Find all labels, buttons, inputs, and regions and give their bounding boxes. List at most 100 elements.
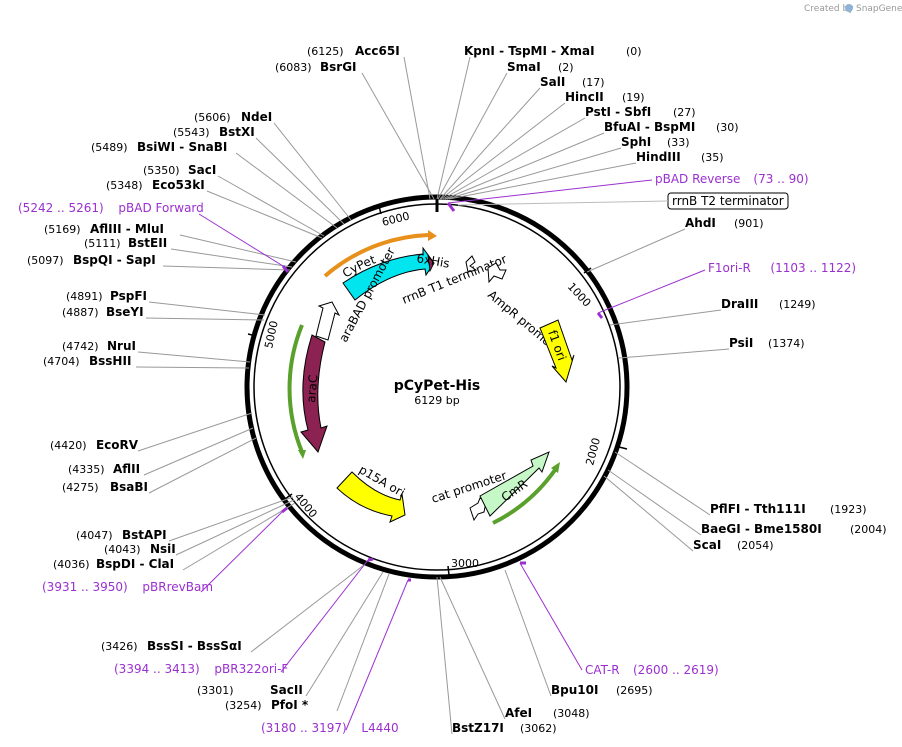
site-enzyme-name: BsrGI: [320, 60, 357, 74]
restriction-site[interactable]: (30)BfuAI - BspMI: [604, 120, 739, 134]
restriction-site[interactable]: (17)SalI: [540, 75, 605, 89]
restriction-site[interactable]: (35)HindIII: [636, 150, 724, 164]
restriction-site[interactable]: (27)PstI - SbfI: [585, 105, 696, 119]
primer-range: (1103 .. 1122): [770, 261, 856, 275]
site-leader-line: [206, 190, 323, 239]
restriction-site[interactable]: (1374)PsiI: [729, 336, 805, 350]
site-enzyme-name: AflIII - MluI: [90, 222, 164, 236]
primer-binding-mark[interactable]: [281, 265, 290, 273]
site-enzyme-name: BstZ17I: [452, 721, 504, 735]
primer-leader-line: [280, 559, 369, 673]
restriction-site[interactable]: (3254)PfoI *: [225, 698, 309, 712]
site-position: (901): [734, 217, 764, 230]
restriction-site[interactable]: (2054)ScaI: [693, 538, 774, 552]
primer-binding-mark[interactable]: [596, 312, 604, 319]
primer-marks: (73 .. 90)pBAD Reverse (5242 .. 5261)pBAD…: [18, 172, 856, 735]
credit-brand: SnapGene: [856, 4, 902, 14]
site-enzyme-name: BaeGI - Bme1580I: [701, 522, 822, 536]
site-enzyme-name: BssHII: [89, 354, 131, 368]
cmr-orf-arrowhead: [551, 462, 560, 473]
primer-leader-line: [597, 269, 706, 314]
site-position: (3254): [225, 699, 262, 712]
primer-label[interactable]: (1103 .. 1122)F1ori-R: [708, 261, 856, 275]
restriction-site[interactable]: (6083)BsrGI: [275, 60, 357, 74]
restriction-site[interactable]: (33)SphI: [621, 135, 690, 149]
restriction-site[interactable]: (3426)BssSI - BssSαI: [101, 639, 242, 653]
site-enzyme-name: EcoRV: [96, 438, 139, 452]
restriction-site[interactable]: (4420)EcoRV: [50, 438, 139, 452]
restriction-site[interactable]: (4047)BstAPI: [76, 528, 167, 542]
restriction-site[interactable]: (4742)NruI: [62, 339, 136, 353]
restriction-site[interactable]: (4043)NsiI: [104, 542, 176, 556]
restriction-site[interactable]: (5348)Eco53kI: [106, 178, 205, 192]
restriction-site[interactable]: (2004)BaeGI - Bme1580I: [701, 522, 887, 536]
site-leader-line: [618, 348, 730, 359]
site-position: (19): [622, 91, 645, 104]
site-enzyme-name: BsiWI - SnaBI: [137, 140, 227, 154]
primer-label[interactable]: (3180 .. 3197)L4440: [261, 721, 399, 735]
site-enzyme-name: Acc65I: [355, 44, 400, 58]
restriction-site[interactable]: (6125)Acc65I: [307, 44, 400, 58]
restriction-site[interactable]: (5543)BstXI: [173, 125, 255, 139]
restriction-site[interactable]: (3048)AfeI: [505, 706, 590, 720]
cypet-orf-arrowhead: [428, 230, 437, 241]
site-leader-line: [148, 437, 257, 494]
restriction-site[interactable]: (4275)BsaBI: [62, 480, 148, 494]
restriction-site[interactable]: (4036)BspDI - ClaI: [53, 557, 174, 571]
primer-label[interactable]: (5242 .. 5261)pBAD Forward: [18, 201, 204, 215]
restriction-site[interactable]: (4335)AflII: [68, 462, 140, 476]
cmr-feature[interactable]: [479, 451, 550, 517]
restriction-site[interactable]: (5097)BspQI - SapI: [27, 253, 156, 267]
site-leader-line: [217, 175, 325, 237]
site-position: (30): [716, 121, 739, 134]
primer-label[interactable]: (73 .. 90)pBAD Reverse: [655, 172, 809, 186]
restriction-site[interactable]: (2695)Bpu10I: [551, 683, 653, 697]
site-position: (4887): [62, 306, 99, 319]
site-position: (5543): [173, 126, 210, 139]
restriction-site[interactable]: (901)AhdI: [685, 216, 764, 230]
restriction-site[interactable]: (0)KpnI - TspMI - XmaI: [464, 44, 642, 58]
primer-range: (2600 .. 2619): [633, 663, 719, 677]
cmr-orf-arc: [492, 468, 557, 525]
arac-feature[interactable]: [300, 334, 328, 453]
primer-label[interactable]: (3394 .. 3413)pBR322ori-F: [114, 662, 288, 676]
restriction-site[interactable]: (19)HincII: [565, 90, 645, 104]
restriction-site[interactable]: (3301)SacII: [197, 683, 303, 697]
ampr-promoter-feature[interactable]: [487, 262, 507, 284]
restriction-site[interactable]: (3062)BstZ17I: [452, 721, 557, 735]
restriction-site[interactable]: (4891)PspFI: [66, 289, 147, 303]
primer-binding-mark[interactable]: [281, 506, 288, 514]
arabad-promoter-feature[interactable]: [315, 301, 341, 341]
his-tag-feature[interactable]: [427, 254, 435, 273]
p15a-ori-feature[interactable]: [336, 471, 406, 523]
restriction-site[interactable]: (5606)NdeI: [194, 110, 272, 124]
primer-label[interactable]: (2600 .. 2619)CAT-R: [585, 663, 719, 677]
primer-label[interactable]: (3931 .. 3950)pBRrevBam: [42, 580, 213, 594]
arac-orf-arrowhead: [298, 450, 306, 459]
f1-ori-feature[interactable]: [539, 319, 575, 384]
site-leader-line: [273, 122, 352, 221]
site-position: (2695): [616, 684, 653, 697]
site-enzyme-name: NsiI: [150, 542, 176, 556]
site-enzyme-name: BspDI - ClaI: [96, 557, 174, 571]
site-leader-line: [168, 496, 294, 542]
primer-binding-mark[interactable]: [367, 557, 374, 562]
rrnb-t1-terminator-feature[interactable]: [465, 255, 478, 273]
restriction-site[interactable]: (2)SmaI: [507, 60, 574, 74]
site-position: (1249): [779, 298, 816, 311]
restriction-site[interactable]: (5350)SacI: [143, 163, 216, 177]
site-enzyme-name: SacI: [188, 163, 216, 177]
arac-orf-arc: [287, 324, 304, 453]
restriction-site[interactable]: (1923)PflFI - Tth111I: [710, 502, 867, 516]
primer-name: pBAD Reverse: [655, 172, 740, 186]
restriction-site[interactable]: (4887)BseYI: [62, 305, 144, 319]
restriction-site[interactable]: (4704)BssHII: [43, 354, 131, 368]
restriction-site[interactable]: (1249)DraIII: [721, 297, 816, 311]
primer-range: (3931 .. 3950): [42, 580, 128, 594]
restriction-site[interactable]: (5111)BstEII: [84, 236, 167, 250]
site-position: (5097): [27, 254, 64, 267]
restriction-site[interactable]: (5169)AflIII - MluI: [44, 222, 164, 236]
restriction-site[interactable]: (5489)BsiWI - SnaBI: [91, 140, 227, 154]
primer-binding-mark[interactable]: [446, 202, 456, 212]
site-leader-line: [170, 248, 293, 268]
